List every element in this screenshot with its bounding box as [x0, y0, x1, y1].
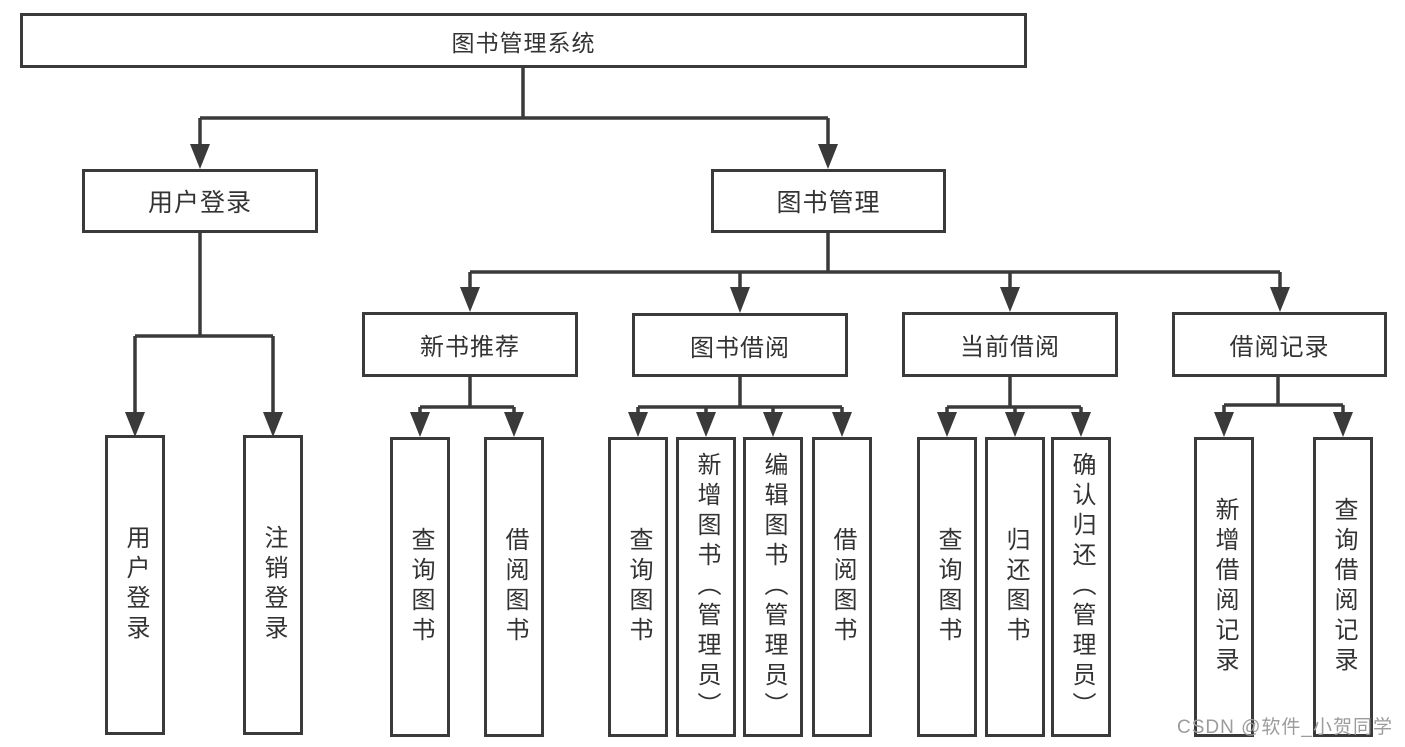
- leaf-add-borrow-record: 新增借阅记录: [1194, 437, 1254, 737]
- leaf-label: 查询图书: [407, 527, 434, 647]
- leaf-edit-books-admin: 编辑图书（管理员）: [743, 437, 803, 737]
- node-current-borrowing: 当前借阅: [902, 312, 1118, 377]
- node-label: 图书借阅: [690, 334, 790, 362]
- leaf-label: 查询借阅记录: [1330, 497, 1357, 677]
- leaf-query-borrow-record: 查询借阅记录: [1313, 437, 1373, 737]
- connector-current-split: [945, 377, 1083, 414]
- leaf-label: 新增借阅记录: [1211, 497, 1238, 677]
- connector-newbook-split: [418, 377, 516, 414]
- node-label: 当前借阅: [960, 334, 1060, 361]
- connector-bookmgmt-split: [468, 233, 1282, 289]
- leaf-label: 用户登录: [122, 525, 149, 645]
- node-label: 图书管理系统: [451, 29, 596, 56]
- node-library-management-system: 图书管理系统: [20, 13, 1027, 68]
- node-label: 新书推荐: [420, 334, 520, 361]
- connector-userlogin-split: [133, 233, 275, 414]
- leaf-label: 查询图书: [625, 527, 652, 647]
- leaf-add-books-admin: 新增图书（管理员）: [676, 437, 736, 737]
- leaf-label: 查询图书: [934, 527, 961, 647]
- leaf-label: 借阅图书: [501, 527, 528, 647]
- leaf-user-login: 用户登录: [105, 435, 165, 735]
- node-new-book-recommendation: 新书推荐: [362, 312, 578, 377]
- leaf-query-books-borrowing: 查询图书: [608, 437, 668, 737]
- leaf-label: 编辑图书（管理员）: [760, 452, 787, 722]
- leaf-label: 借阅图书: [829, 527, 856, 647]
- leaf-label: 归还图书: [1002, 527, 1029, 647]
- leaf-logout: 注销登录: [243, 435, 303, 735]
- node-label: 图书管理: [776, 189, 881, 217]
- connector-root-split: [198, 68, 830, 146]
- node-label: 借阅记录: [1229, 334, 1330, 361]
- node-book-management: 图书管理: [711, 169, 946, 233]
- node-book-borrowing: 图书借阅: [632, 313, 848, 377]
- connector-borrowing-split: [636, 377, 844, 414]
- node-borrowing-records: 借阅记录: [1172, 312, 1387, 377]
- leaf-query-books-current: 查询图书: [917, 437, 977, 737]
- leaf-confirm-return-admin: 确认归还（管理员）: [1051, 437, 1111, 737]
- node-user-login: 用户登录: [82, 169, 318, 233]
- leaf-borrow-books-borrowing: 借阅图书: [812, 437, 872, 737]
- arrowheads: [125, 144, 1353, 437]
- leaf-label: 确认归还（管理员）: [1068, 452, 1095, 722]
- leaf-borrow-books-recommend: 借阅图书: [484, 437, 544, 737]
- connector-records-split: [1222, 377, 1345, 414]
- leaf-label: 注销登录: [260, 525, 287, 645]
- leaf-label: 新增图书（管理员）: [693, 452, 720, 722]
- leaf-query-books-recommend: 查询图书: [390, 437, 450, 737]
- node-label: 用户登录: [147, 189, 252, 217]
- leaf-return-books: 归还图书: [985, 437, 1045, 737]
